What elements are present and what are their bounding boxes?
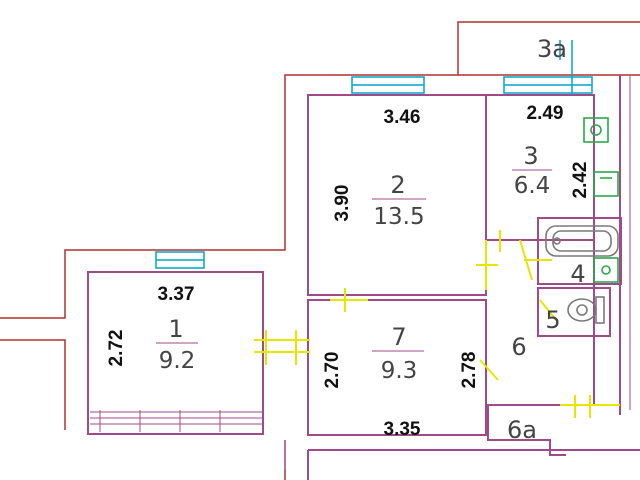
room-3-width: 2.49 (527, 103, 564, 124)
room-3-number: 3 (523, 142, 538, 170)
doors (254, 230, 620, 418)
room-1-width: 3.37 (158, 284, 195, 305)
room-6-label: 6 (511, 333, 526, 361)
room-3a-label: 3a (537, 35, 567, 63)
room-3-area: 6.4 (514, 173, 551, 199)
toilet-icon (583, 117, 609, 143)
room-1-number: 1 (168, 315, 183, 343)
room-7-height-left: 2.70 (322, 352, 343, 389)
room-7-width: 3.35 (384, 419, 421, 440)
room-1-area: 9.2 (159, 348, 196, 374)
room-5-label: 5 (545, 306, 560, 334)
windows (155, 40, 593, 269)
room-7-height-right: 2.78 (459, 352, 480, 389)
room-3-height: 2.42 (570, 162, 591, 199)
sink-room-3-icon (593, 171, 619, 197)
room-7-number: 7 (391, 323, 406, 351)
room-4-label: 4 (570, 260, 585, 288)
room-2-width: 3.46 (384, 107, 421, 128)
room-2-height: 3.90 (332, 185, 353, 222)
inner-walls (87, 75, 640, 480)
drain-icon (553, 237, 561, 245)
room-2-number: 2 (390, 171, 405, 199)
room-2-area: 13.5 (373, 204, 424, 230)
room-6a-label: 6a (507, 416, 537, 444)
toilet-room-5-icon (567, 298, 597, 322)
sink-icon (593, 257, 619, 283)
room-1-height: 2.72 (106, 330, 127, 367)
bathtub-icon (545, 225, 619, 257)
bathroom-fixtures (545, 117, 619, 324)
room-7-area: 9.3 (381, 358, 418, 384)
